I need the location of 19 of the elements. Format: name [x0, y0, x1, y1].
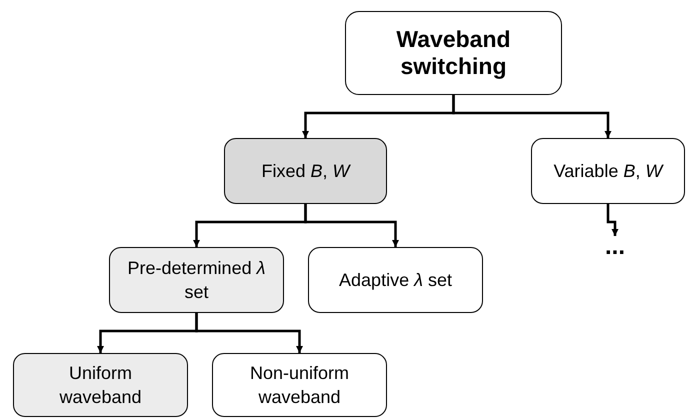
node-label: ... — [604, 239, 625, 255]
connector-arrow — [606, 204, 618, 236]
node-label: Pre-determined λ set — [126, 257, 266, 304]
connector-arrow — [304, 204, 399, 247]
category-box — [224, 138, 387, 204]
connector-arrow — [452, 95, 612, 138]
category-box — [531, 138, 685, 204]
node-label: Non-uniform waveband — [248, 362, 350, 409]
category-box — [13, 353, 188, 417]
root-box — [345, 11, 562, 95]
category-box — [212, 353, 387, 417]
node-label: Waveband switching — [395, 26, 512, 80]
node-label: Variable B, W — [554, 160, 662, 183]
connector-arrow — [195, 313, 303, 353]
node-label: Uniform waveband — [58, 362, 143, 409]
node-label: Adaptive λ set — [339, 269, 452, 292]
category-box — [308, 247, 483, 313]
category-box — [109, 247, 284, 313]
node-label: Fixed B, W — [261, 160, 350, 183]
